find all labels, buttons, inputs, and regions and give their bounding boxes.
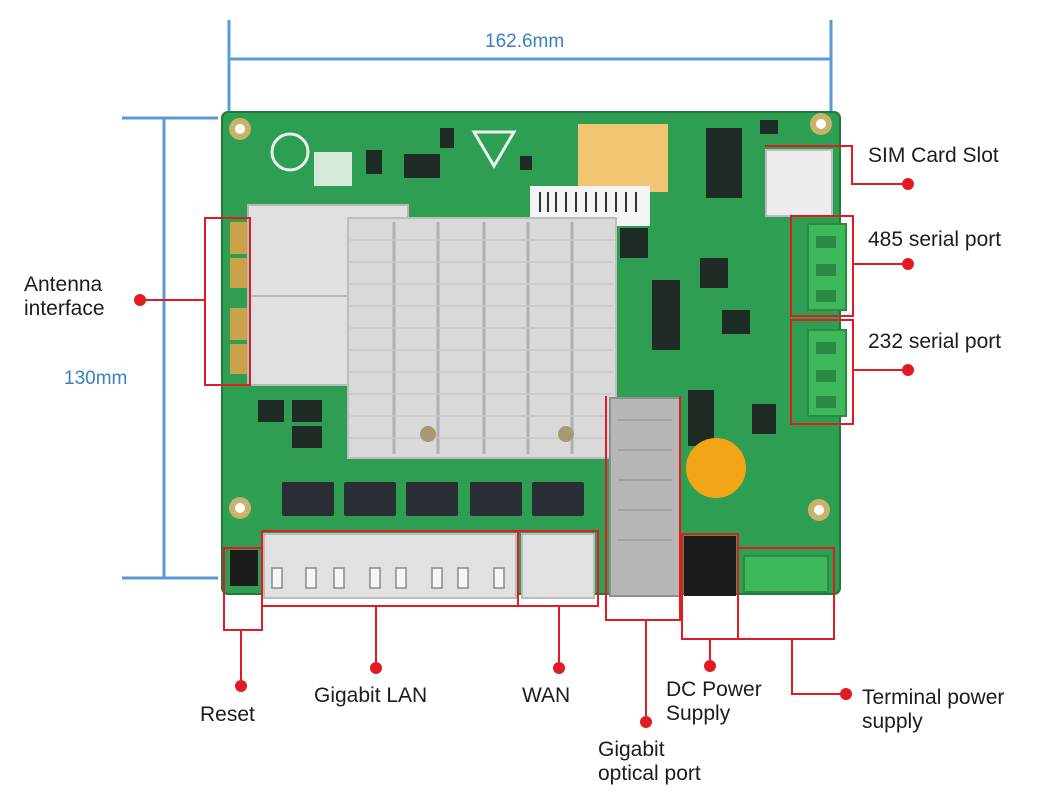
callouts — [140, 145, 908, 722]
small-components — [366, 120, 778, 198]
terminal-power-block — [743, 555, 829, 593]
gold-pad — [578, 124, 668, 192]
reset-label: Reset — [200, 703, 255, 726]
sim-card-slot-label: SIM Card Slot — [868, 144, 999, 167]
dc-jack — [684, 536, 736, 596]
sim-card-slot — [765, 149, 833, 217]
silkscreen-logos — [270, 130, 517, 186]
sfp-cage — [609, 397, 681, 597]
height-dimension — [122, 116, 218, 580]
heatsink — [347, 217, 617, 459]
width-dimension — [227, 20, 833, 112]
wan-port — [521, 533, 595, 599]
lan-ports — [263, 533, 517, 599]
lan-transformers — [282, 482, 584, 516]
rs232-label: 232 serial port — [868, 330, 1002, 353]
antenna-connectors — [230, 222, 248, 374]
reset-button-body — [230, 550, 258, 586]
rs485-label: 485 serial port — [868, 228, 1002, 251]
width-dimension-label: 162.6mm — [485, 31, 565, 52]
callout-dots — [134, 178, 914, 728]
wan-label: WAN — [522, 684, 571, 707]
mounting-holes — [229, 113, 832, 521]
height-dimension-label: 130mm — [64, 368, 128, 389]
buzzer — [686, 438, 746, 498]
gigabit-lan-label: Gigabit LAN — [314, 684, 428, 707]
